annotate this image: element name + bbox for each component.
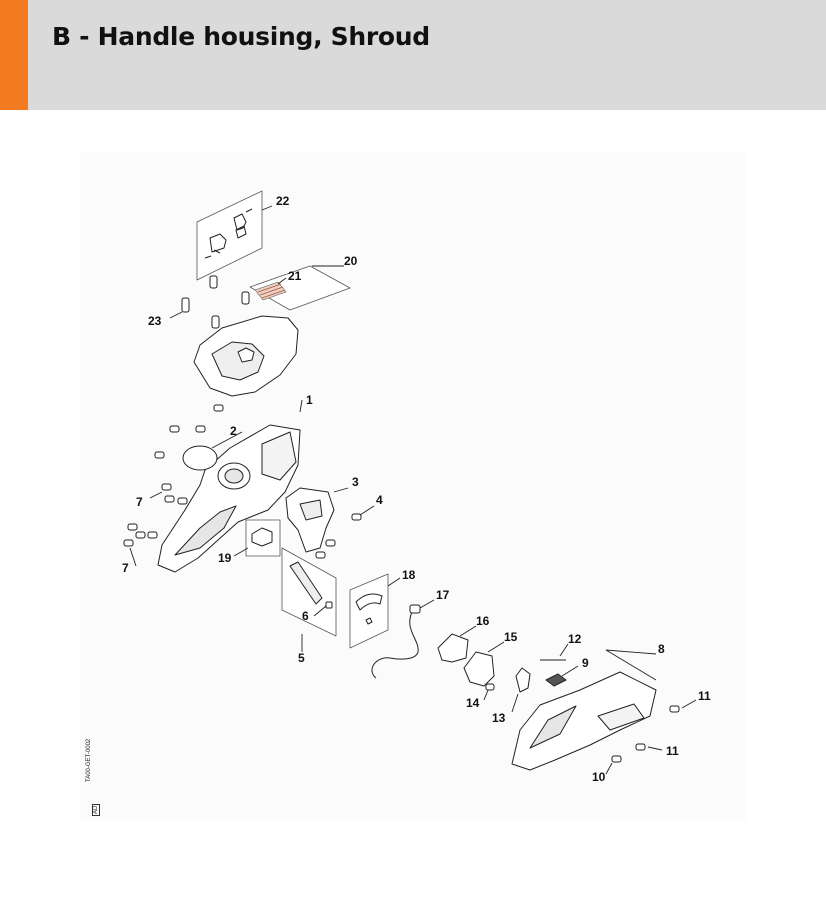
callout-20: 20 <box>344 254 358 268</box>
part-13-spring <box>515 667 531 693</box>
callout-12: 12 <box>568 632 582 646</box>
callout-22: 22 <box>276 194 290 208</box>
header-accent-bar <box>0 0 28 110</box>
callout-4: 4 <box>376 493 383 507</box>
shroud-cover <box>193 315 299 397</box>
callout-17: 17 <box>436 588 450 602</box>
part-22-kit <box>196 190 263 281</box>
part-17-cable <box>371 611 419 679</box>
screw-11a <box>669 705 680 713</box>
callout-6: 6 <box>302 609 309 623</box>
callout-23: 23 <box>148 314 162 328</box>
screws-left <box>123 404 224 547</box>
callout-21: 21 <box>288 269 302 283</box>
cable-17-plug <box>409 604 421 614</box>
callout-11-lower: 11 <box>666 744 679 758</box>
callout-2: 2 <box>230 424 237 438</box>
leader-lines <box>129 205 697 775</box>
part-3-bracket <box>285 487 335 553</box>
callout-labels: 22 20 21 23 1 2 3 4 7 7 19 18 17 6 5 16 … <box>122 194 711 784</box>
screw-3a <box>325 539 336 547</box>
part-9-pad <box>545 673 567 687</box>
callout-18: 18 <box>402 568 416 582</box>
part-2-cover <box>182 445 218 471</box>
callout-13: 13 <box>492 711 506 725</box>
drawing-code-suffix: AD <box>92 803 100 816</box>
part-19-kit <box>245 519 281 557</box>
callout-7-upper: 7 <box>136 495 143 509</box>
part-8-lower-housing <box>511 671 657 771</box>
callout-11-upper: 11 <box>698 689 711 703</box>
callout-10: 10 <box>592 770 606 784</box>
callout-3: 3 <box>352 475 359 489</box>
part-5-kit <box>281 547 337 637</box>
part-15-lever <box>463 651 495 687</box>
part-10-screw <box>611 755 622 763</box>
callout-8: 8 <box>658 642 665 656</box>
part-18-kit <box>349 573 389 649</box>
part-14-pin <box>485 683 495 691</box>
callout-19: 19 <box>218 551 232 565</box>
callout-14: 14 <box>466 696 480 710</box>
callout-16: 16 <box>476 614 490 628</box>
callout-1: 1 <box>306 393 313 407</box>
part-21-label <box>254 281 287 301</box>
part-16-switch <box>437 633 469 663</box>
callout-5: 5 <box>298 651 305 665</box>
screws-shroud <box>181 275 250 329</box>
callout-9: 9 <box>582 656 589 670</box>
callout-15: 15 <box>504 630 518 644</box>
page-header: B - Handle housing, Shroud <box>0 0 826 110</box>
part-1-handle-housing <box>157 424 301 573</box>
page-title: B - Handle housing, Shroud <box>52 22 430 51</box>
part-20-plate <box>249 265 351 311</box>
screw-11b <box>635 743 646 751</box>
screw-3b <box>315 551 326 559</box>
drawing-code: TA00-GET-0002 <box>86 738 92 782</box>
part-4-screw <box>351 513 362 521</box>
callout-7-lower: 7 <box>122 561 129 575</box>
